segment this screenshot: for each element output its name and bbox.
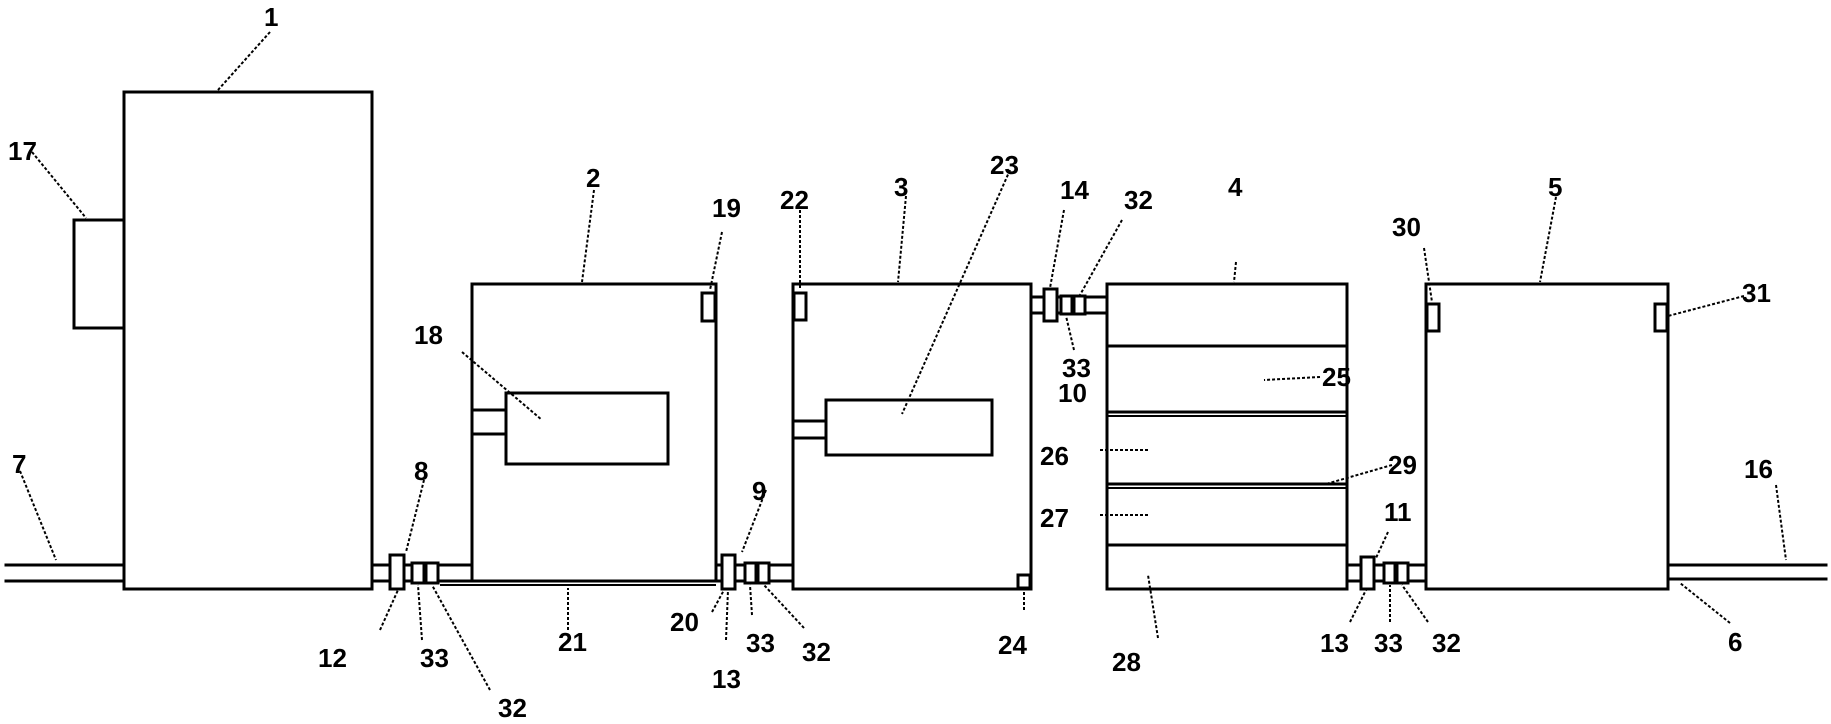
label-24: 24 [998,630,1027,660]
valve-14 [1042,287,1059,323]
label-11: 11 [1384,497,1412,527]
label-19: 19 [712,193,741,223]
label-8: 8 [414,456,428,486]
label-27: 27 [1040,503,1069,533]
valve-12 [388,553,406,591]
label-33-c: 33 [1062,353,1091,383]
fitting-33-b [743,561,758,585]
component-22 [792,291,808,322]
component-18 [504,391,670,466]
callout-labels: 1 17 7 8 12 33 32 2 18 19 21 20 9 13 33 … [8,2,1773,723]
component-31 [1653,302,1669,333]
label-33-d: 33 [1374,628,1403,658]
pipe-3-4 [1029,287,1109,323]
label-3: 3 [894,172,908,202]
valve-13-b [1359,555,1376,591]
label-31: 31 [1742,278,1771,308]
component-17 [72,218,126,330]
label-17: 17 [8,136,37,166]
label-32-d: 32 [1432,628,1461,658]
label-26: 26 [1040,441,1069,471]
pipe-7 [4,563,126,583]
label-14: 14 [1060,175,1089,205]
fitting-32-d [1395,561,1410,585]
label-32-a: 32 [498,693,527,723]
label-6: 6 [1728,627,1742,657]
label-13-b: 13 [1320,628,1349,658]
label-9: 9 [752,476,766,506]
unit-4 [1105,282,1349,591]
unit-2 [470,282,718,583]
leader-lines [19,31,1787,691]
label-33-b: 33 [746,628,775,658]
label-13-a: 13 [712,664,741,694]
label-30: 30 [1392,212,1421,242]
label-18: 18 [414,320,443,350]
fitting-33-a [410,561,426,585]
label-12: 12 [318,643,347,673]
label-7: 7 [12,449,26,479]
label-21: 21 [558,627,587,657]
unit-5 [1424,282,1670,591]
label-10: 10 [1058,378,1087,408]
pipe-4-5 [1345,555,1428,591]
label-29: 29 [1388,450,1417,480]
label-1: 1 [264,2,278,32]
pipe-1-2 [370,553,474,591]
label-32-c: 32 [1124,185,1153,215]
component-30 [1425,302,1441,333]
label-2: 2 [586,163,600,193]
fitting-33-c [1059,294,1074,316]
fitting-32-a [424,561,440,585]
unit-3 [791,282,1033,591]
unit-1 [72,90,374,591]
label-4: 4 [1228,172,1243,202]
component-23 [824,398,994,457]
component-24 [1016,573,1032,590]
label-33-a: 33 [420,643,449,673]
label-22: 22 [780,185,809,215]
fitting-33-d [1382,561,1397,585]
valve-13-a [720,553,737,591]
label-20: 20 [670,607,699,637]
component-19 [700,291,717,323]
pipe-16 [1666,563,1828,581]
pipe-2-3 [714,553,795,591]
label-5: 5 [1548,172,1562,202]
duct-21 [438,579,718,586]
label-28: 28 [1112,647,1141,677]
fitting-32-c [1072,294,1087,316]
label-16: 16 [1744,454,1773,484]
fitting-32-b [756,561,771,585]
label-23: 23 [990,150,1019,180]
label-32-b: 32 [802,637,831,667]
label-25: 25 [1322,362,1351,392]
